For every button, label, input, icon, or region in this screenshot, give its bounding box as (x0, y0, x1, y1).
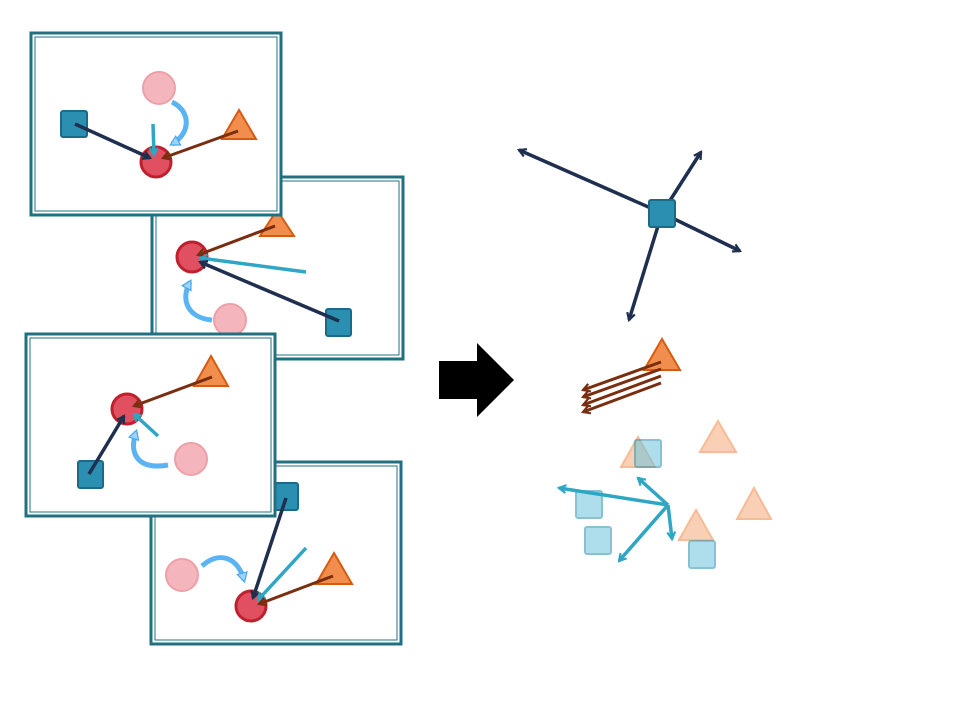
triangle-displacements (583, 337, 682, 412)
circle-light (213, 303, 247, 337)
navy-arrow (253, 497, 288, 598)
brown-arrow (583, 367, 662, 397)
brown-arrow (134, 375, 213, 406)
triangle-shape (642, 337, 682, 371)
brown-arrow (583, 381, 662, 412)
brown-arrow (198, 224, 276, 255)
faded-triangles (619, 419, 773, 541)
navy-arrow (519, 150, 663, 215)
frame-1 (29, 31, 283, 217)
brown-arrow (583, 360, 662, 390)
frame-3 (24, 332, 277, 518)
curved-blue-arrow (200, 555, 244, 580)
brown-arrow (259, 574, 334, 604)
circle-light (174, 442, 208, 476)
circle-light (165, 558, 199, 592)
curved-blue-arrow (186, 282, 213, 323)
teal-arrow (666, 504, 672, 539)
curved-blue-arrow (134, 432, 169, 469)
navy-arrow (74, 122, 150, 158)
navy-arrow (200, 262, 340, 323)
brown-arrow (583, 374, 662, 405)
teal-arrow (153, 123, 154, 155)
triangle-shape (698, 419, 738, 453)
square-shape (688, 540, 716, 569)
triangle-shape (314, 551, 354, 585)
teal-arrow (638, 478, 670, 507)
transform-arrow-icon (439, 343, 514, 417)
square-displacements (519, 150, 740, 320)
teal-arrow (200, 258, 307, 274)
triangle-shape (677, 507, 715, 541)
curved-blue-arrow (172, 99, 189, 147)
triangle-shape (192, 353, 230, 387)
square-shape (634, 439, 662, 468)
triangle-shape (735, 485, 773, 520)
square-shape (648, 199, 676, 228)
circle-light (142, 71, 176, 105)
teal-arrow (134, 414, 160, 438)
square-shape (272, 482, 299, 511)
square-shape (584, 526, 612, 555)
circle-target (139, 145, 173, 179)
square-shape (325, 308, 352, 337)
teal-arrow (619, 503, 670, 561)
brown-arrow (163, 129, 239, 158)
navy-arrow (87, 416, 126, 475)
teal-arrow (258, 546, 308, 600)
teal-displacements (559, 419, 773, 569)
square-shape (60, 110, 88, 138)
navy-arrow (629, 212, 664, 320)
teal-arrow (559, 488, 669, 507)
triangle-shape (220, 108, 258, 140)
faded-squares (575, 439, 716, 569)
